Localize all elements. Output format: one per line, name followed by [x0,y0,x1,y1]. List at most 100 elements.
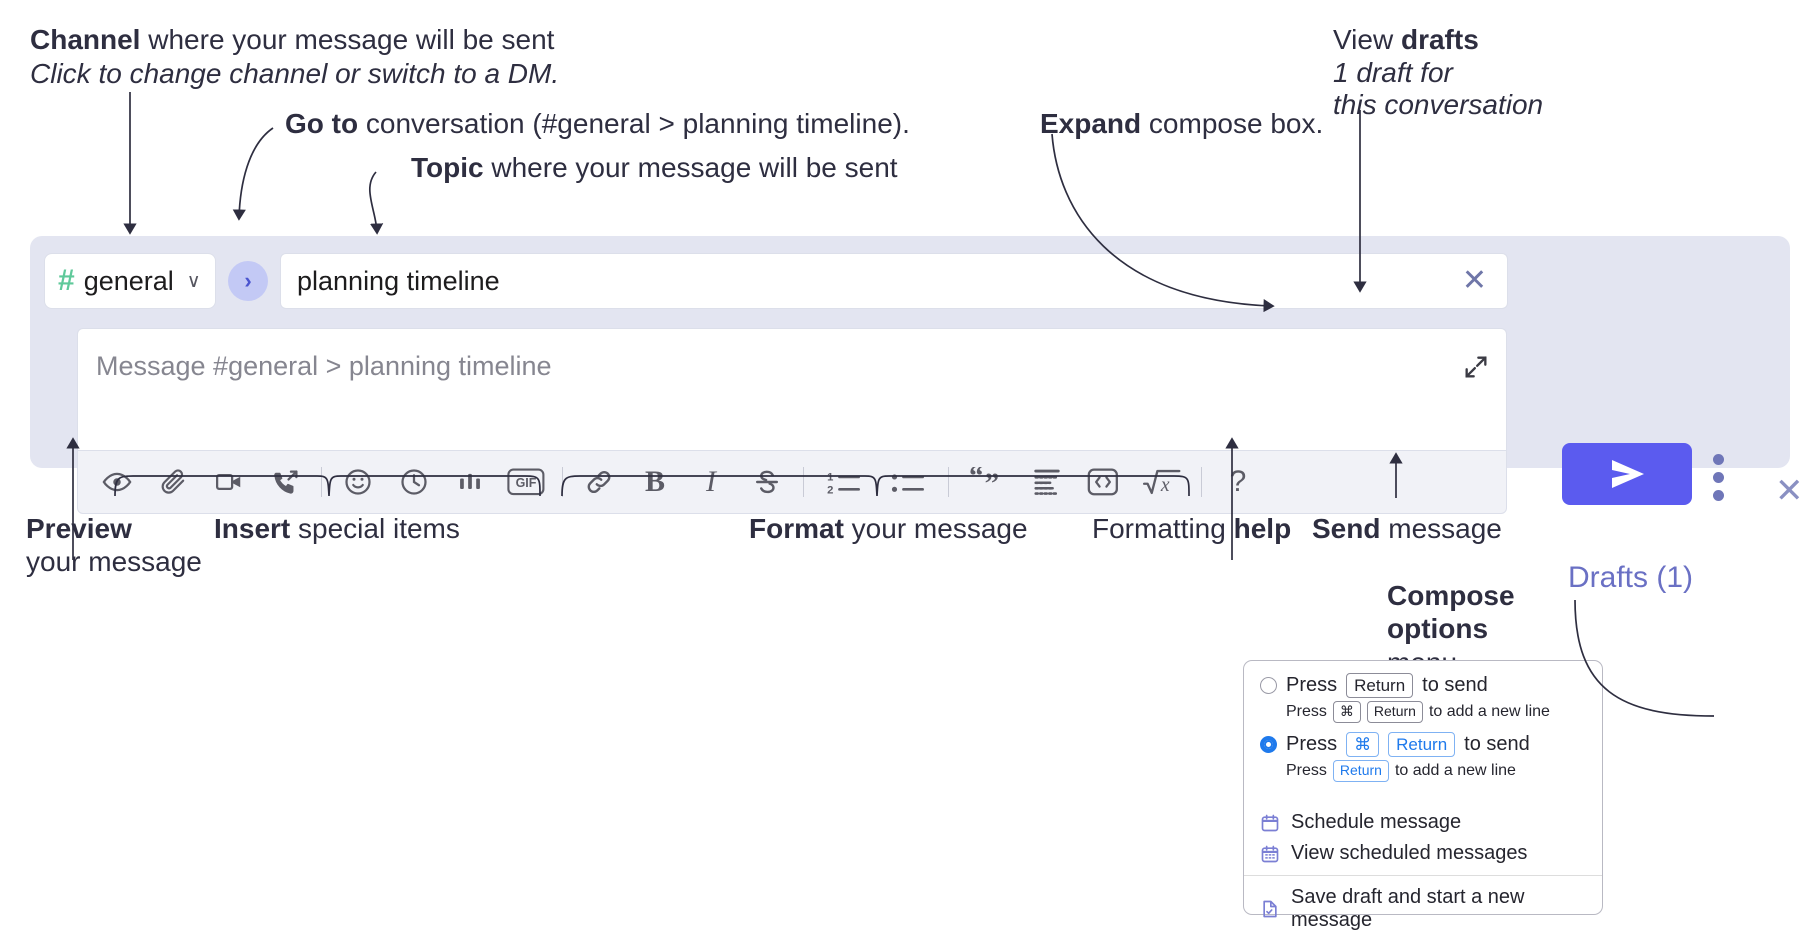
hash-icon: # [58,264,75,297]
toolbar-divider-3 [803,467,804,497]
menu-divider [1244,875,1602,876]
annotation-send-bold: Send [1312,513,1381,544]
strikethrough-icon[interactable] [744,459,790,505]
compose-options-popup-bottom: Schedule message View scheduled messages… [1243,798,1603,931]
annotation-drafts-line3: this conversation [1333,87,1543,123]
annotation-drafts-line2: 1 draft for [1333,55,1453,91]
svg-text:2: 2 [827,484,833,496]
key-return-sub: Return [1366,701,1423,723]
toolbar-divider-4 [948,467,949,497]
compose-options-menu-button[interactable] [1707,452,1729,502]
annotation-insert: Insert special items [214,511,460,547]
option1-pre: Press [1286,674,1338,697]
vertical-dots-icon-dot2 [1712,471,1724,483]
toolbar-divider-2 [562,467,563,497]
video-camera-icon[interactable] [206,459,252,505]
channel-name: general [83,265,174,296]
annotation-help: Formatting help [1092,511,1291,547]
bold-label: B [644,465,665,498]
eye-icon[interactable] [94,459,140,505]
key-return: Return [1346,673,1414,699]
send-option-cmd-return[interactable]: Press ⌘ Return to send [1260,731,1586,757]
annotation-drafts-plain: View [1333,24,1401,55]
annotation-goto: Go to conversation (#general > planning … [285,106,910,142]
calendar-grid-icon [1261,845,1279,862]
menu-item-save-draft[interactable]: Save draft and start a new message [1244,882,1602,936]
annotation-expand: Expand compose box. [1040,106,1323,142]
annotation-insert-bold: Insert [214,513,291,544]
send-paper-plane-icon [1612,460,1644,488]
message-input[interactable]: Message #general > planning timeline [77,328,1507,450]
key-return-2: Return [1388,731,1456,757]
compose-options-popup-top: Press Return to send Press ⌘ Return to a… [1243,660,1603,798]
radio-cmd-return[interactable] [1260,735,1277,753]
key-return-sub-2: Return [1332,760,1389,782]
send-option-return[interactable]: Press Return to send [1260,673,1586,699]
annotation-format: Format your message [749,511,1028,547]
annotation-channel-sub: Click to change channel or switch to a D… [30,56,559,92]
blockquote-icon[interactable]: “ ” [962,459,1014,505]
help-label: ? [1229,465,1247,498]
option2-post: to send [1464,732,1530,755]
gif-icon[interactable]: GIF [503,459,549,505]
clock-icon[interactable] [391,459,437,505]
topic-input[interactable]: planning timeline ✕ [280,253,1508,309]
annotation-format-rest: your message [843,513,1028,544]
menu-item-schedule-message[interactable]: Schedule message [1244,807,1602,838]
toolbar-divider [321,467,322,497]
expand-compose-box-icon[interactable] [1462,353,1490,381]
menu-item-schedule-label: Schedule message [1291,811,1462,833]
annotation-goto-rest: conversation (#general > planning timeli… [358,108,910,139]
paperclip-icon[interactable] [150,459,196,505]
compose-box: # general ∨ › planning timeline ✕ Messag… [30,236,1804,594]
annotation-channel-bold: Channel [30,24,141,55]
annotation-compose-options-line2: options [1387,613,1489,644]
annotation-preview: Preview [26,511,132,547]
annotation-expand-bold: Expand [1040,108,1142,139]
poll-bar-chart-icon[interactable] [447,459,493,505]
send-option-return-sub: Press ⌘ Return to add a new line [1286,701,1586,723]
italic-icon[interactable]: I [688,459,734,505]
code-block-icon[interactable] [1024,459,1070,505]
annotation-channel-rest: where your message will be sent [140,24,555,55]
inline-code-icon[interactable] [1080,459,1126,505]
link-icon[interactable] [576,459,622,505]
math-formula-icon[interactable]: x [1136,459,1188,505]
annotation-expand-rest: compose box. [1141,108,1324,139]
annotation-channel-sub-text: Click to change channel or switch to a D… [30,58,560,89]
annotation-help-plain: Formatting [1092,513,1234,544]
svg-text:”: ” [985,468,1000,497]
emoji-icon[interactable] [335,459,381,505]
go-to-conversation-button[interactable]: › [228,261,268,301]
close-icon[interactable]: ✕ [1775,472,1804,510]
key-command: ⌘ [1332,701,1361,723]
clear-topic-icon[interactable]: ✕ [1461,264,1487,297]
drafts-link[interactable]: Drafts (1) [1568,561,1694,594]
annotation-topic: Topic where your message will be sent [411,150,898,186]
channel-selector[interactable]: # general ∨ [44,253,216,309]
bulleted-list-icon[interactable] [881,459,935,505]
annotation-drafts: View drafts [1333,22,1479,58]
svg-text:x: x [1160,475,1170,496]
send-option-cmd-return-sub: Press Return to add a new line [1286,760,1586,782]
radio-return[interactable] [1260,677,1277,695]
menu-item-save-draft-label: Save draft and start a new message [1291,886,1525,931]
document-check-icon [1263,900,1277,918]
phone-forward-icon[interactable] [262,459,308,505]
menu-item-view-scheduled-label: View scheduled messages [1291,842,1528,864]
bold-icon[interactable]: B [632,459,678,505]
annotation-format-bold: Format [749,513,844,544]
send-message-button[interactable] [1562,443,1692,505]
annotation-topic-rest: where your message will be sent [483,152,898,183]
annotation-compose-options-line1: Compose [1387,580,1515,611]
annotation-send-rest: message [1380,513,1502,544]
formatting-help-icon[interactable]: ? [1215,459,1261,505]
ordered-list-icon[interactable]: 1 2 [817,459,871,505]
annotation-preview-line2: your message [26,544,202,580]
option2-sub-post: to add a new line [1394,761,1516,779]
menu-item-view-scheduled[interactable]: View scheduled messages [1244,838,1602,869]
annotation-preview-bold: Preview [26,513,132,544]
key-command-2: ⌘ [1346,731,1380,757]
vertical-dots-icon-dot3 [1712,489,1724,501]
annotation-drafts-bold: drafts [1400,24,1479,55]
